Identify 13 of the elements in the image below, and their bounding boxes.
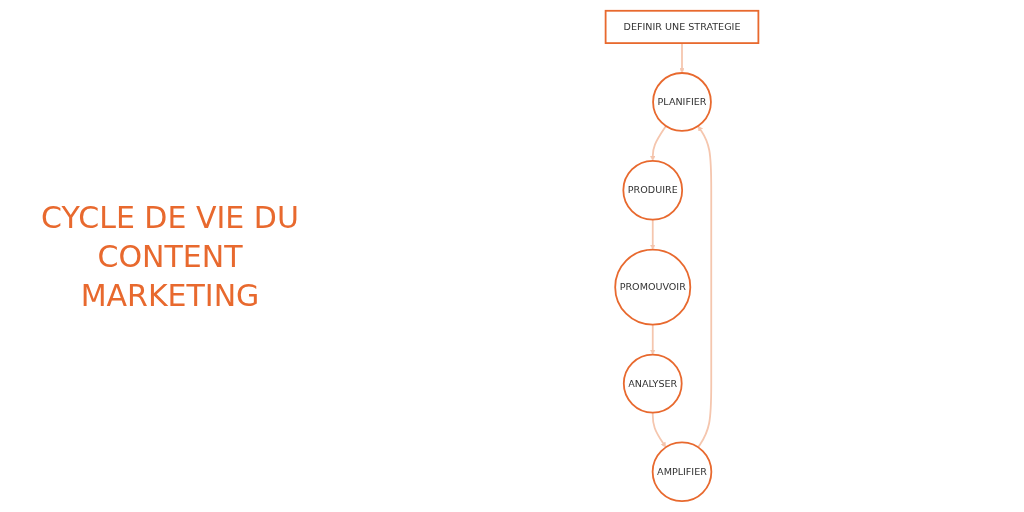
- arrow: [651, 411, 667, 448]
- arrow: [697, 125, 713, 449]
- arrow: [679, 42, 685, 74]
- arrow: [650, 125, 667, 162]
- node-circle: PRODUIRE: [622, 159, 684, 221]
- node-circle: PROMOUVOIR: [614, 248, 692, 326]
- diagram-title: CYCLE DE VIE DU CONTENT MARKETING: [40, 198, 300, 315]
- node-circle: AMPLIFIER: [651, 441, 713, 503]
- node-circle: ANALYSER: [622, 353, 683, 414]
- arrow: [650, 218, 656, 250]
- node-box: DEFINIR UNE STRATEGIE: [604, 9, 760, 44]
- arrow: [650, 323, 656, 355]
- node-circle: PLANIFIER: [652, 72, 712, 132]
